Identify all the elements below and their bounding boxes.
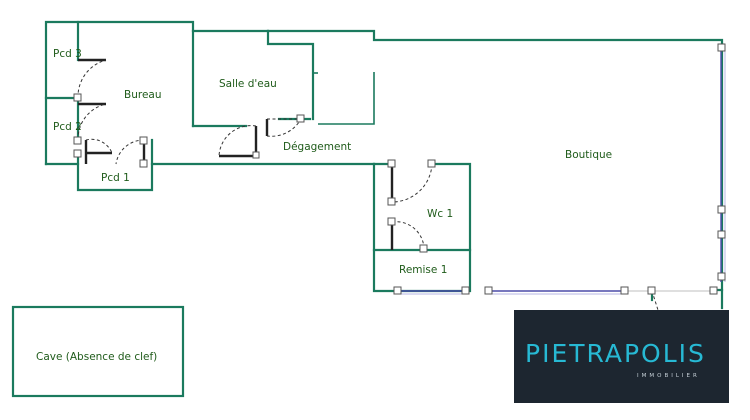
brand-logo-background: [514, 310, 729, 403]
doors: [77, 58, 659, 311]
room-label-salle-deau: Salle d'eau: [219, 78, 277, 90]
room-label-pcd2: Pcd 2: [53, 121, 82, 133]
room-label-remise1: Remise 1: [399, 264, 447, 276]
room-label-pcd3: Pcd 3: [53, 48, 82, 60]
wall-posts: [73, 43, 726, 295]
room-label-degagement: Dégagement: [283, 141, 351, 153]
windows: [398, 48, 726, 295]
brand-logo-tagline: IMMOBILIER: [637, 373, 700, 379]
room-label-cave: Cave (Absence de clef): [36, 351, 157, 363]
room-label-bureau: Bureau: [124, 89, 162, 101]
room-labels: Pcd 3 Pcd 2 Bureau Pcd 1 Salle d'eau Dég…: [36, 48, 612, 363]
brand-logo-name: PIETRAPOLIS: [525, 339, 706, 368]
room-label-boutique: Boutique: [565, 149, 612, 161]
room-label-pcd1: Pcd 1: [101, 172, 130, 184]
brand-logo: PIETRAPOLIS IMMOBILIER: [514, 310, 729, 403]
room-label-wc1: Wc 1: [427, 208, 453, 220]
cave-room: [11, 305, 185, 398]
